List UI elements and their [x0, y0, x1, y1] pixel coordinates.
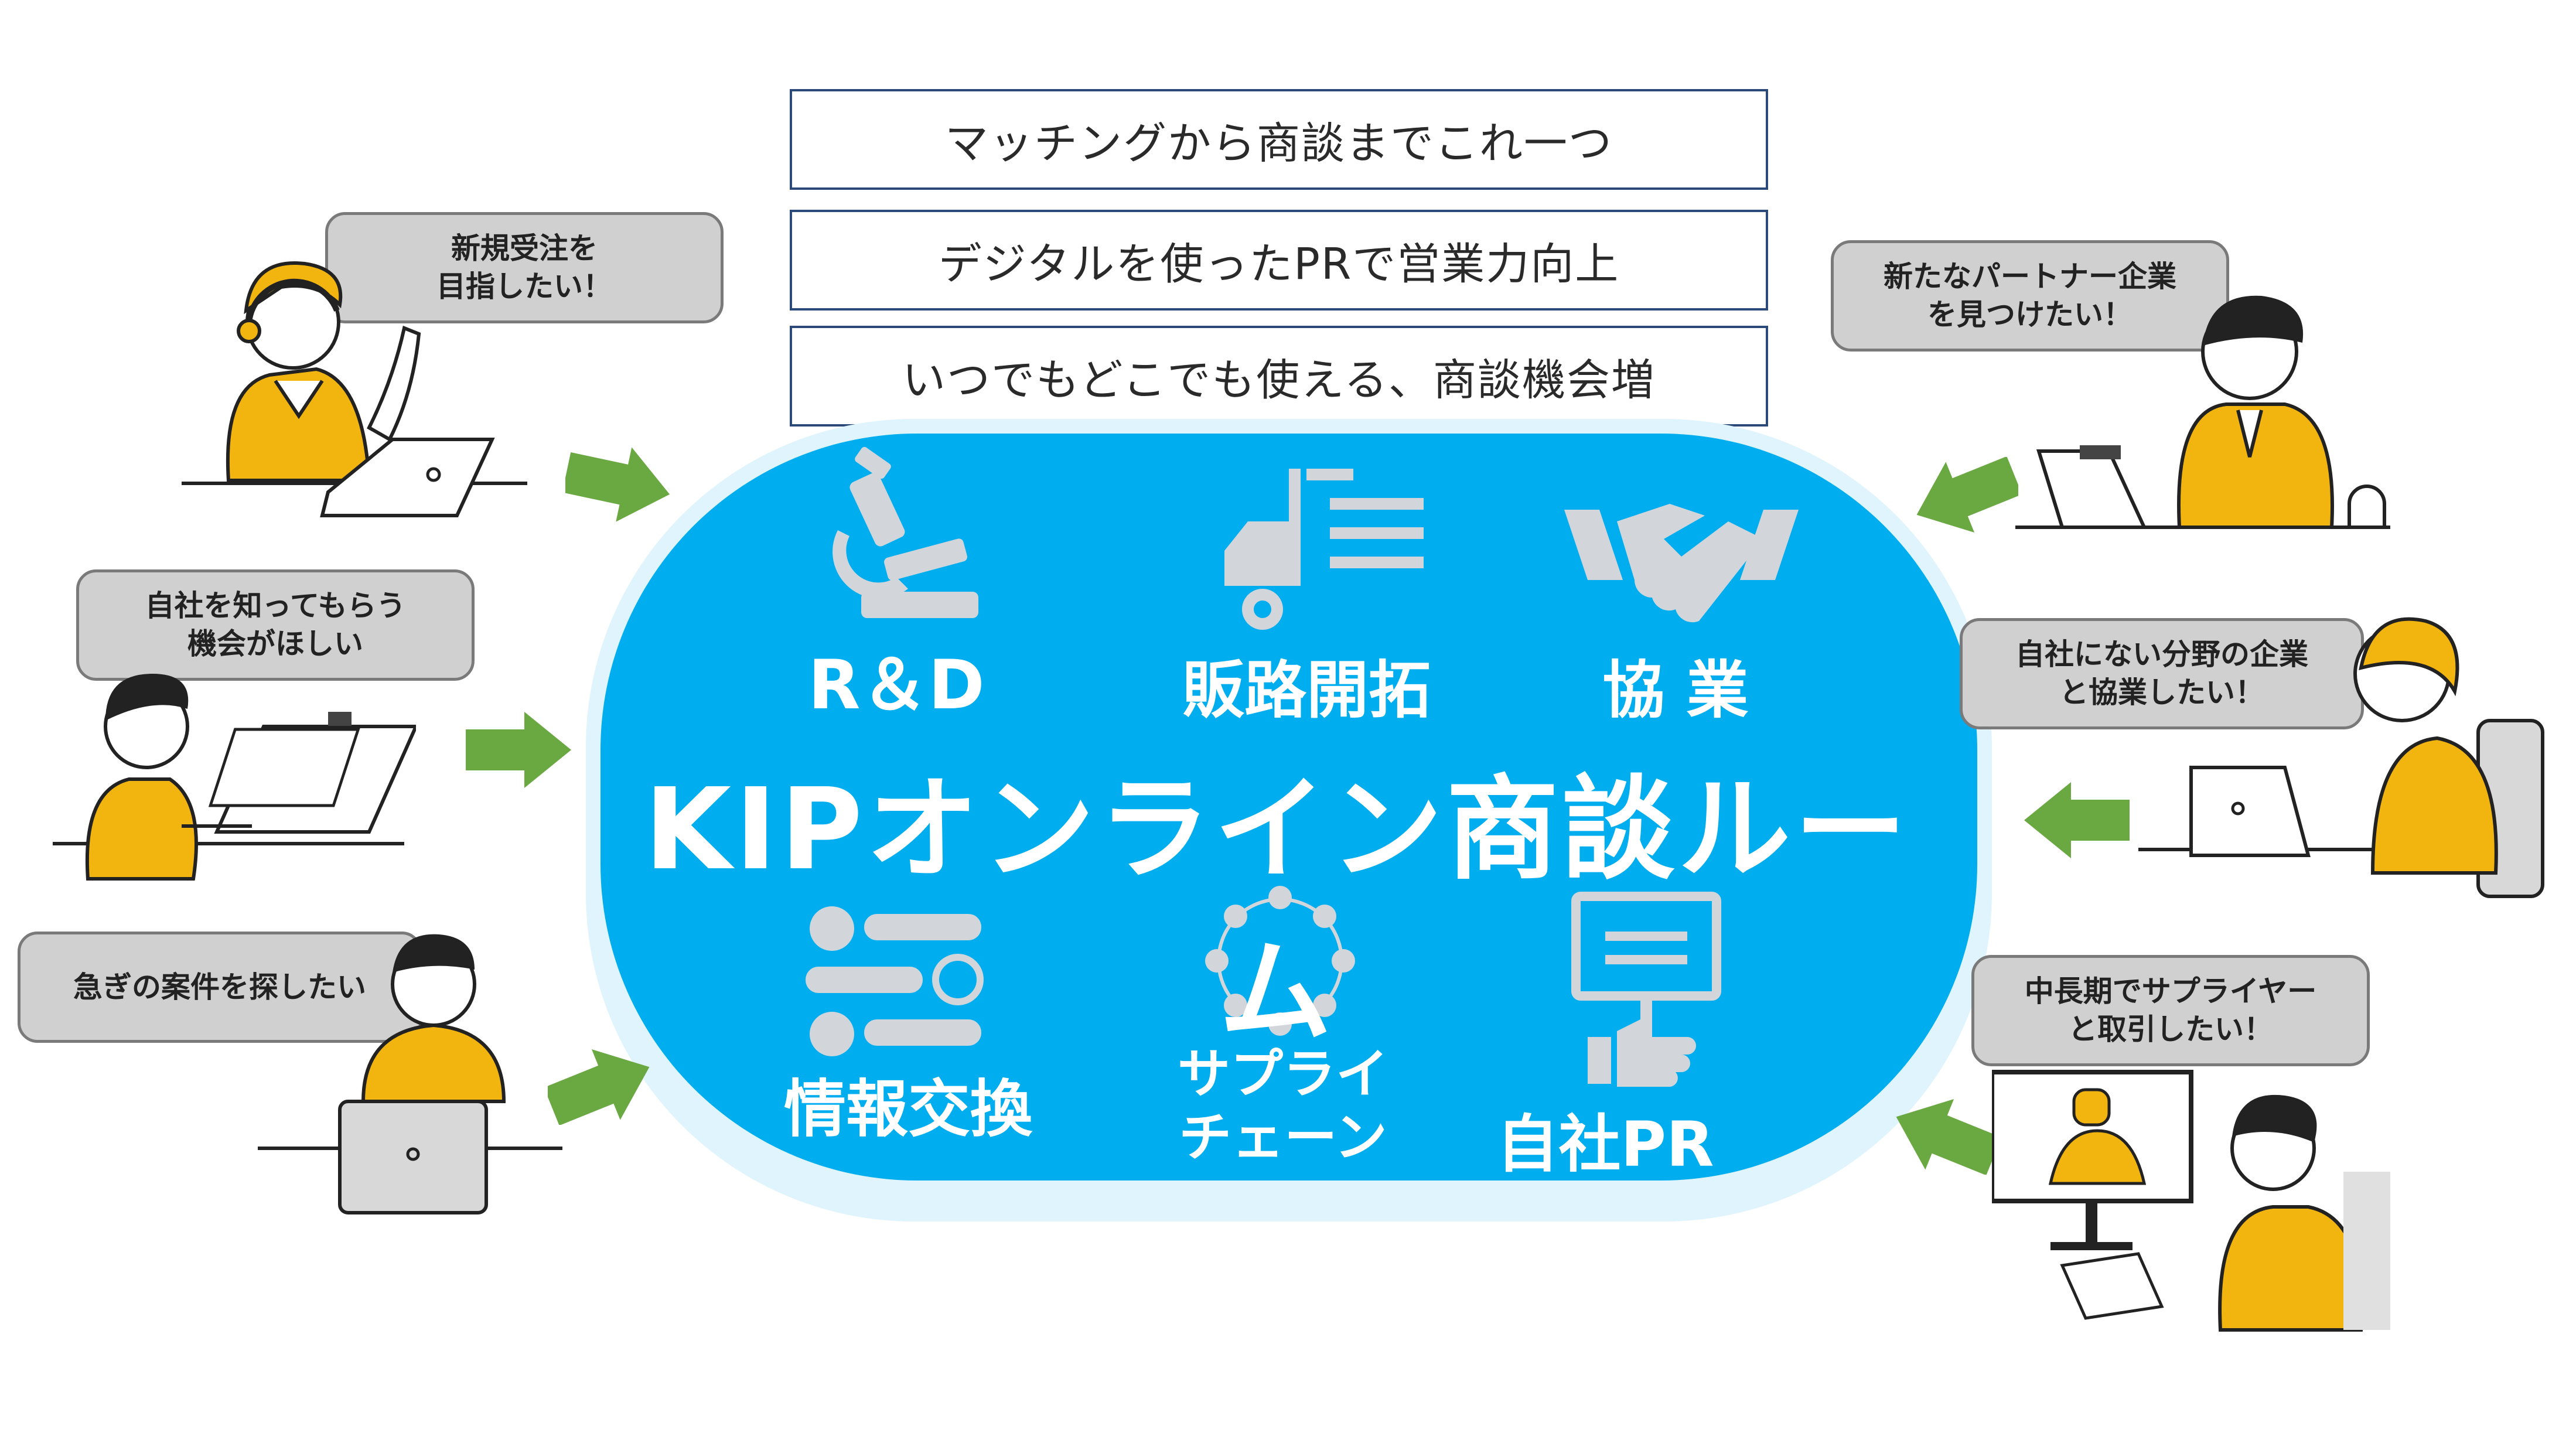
feature-box-2: デジタルを使ったPRで営業力向上 [790, 210, 1768, 311]
category-collaboration: 協 業 [1602, 654, 1749, 726]
woman-headset-laptop-illustration [182, 261, 527, 517]
bubble-right-top: 新たなパートナー企業 を見つけたい！ [1831, 240, 2229, 352]
arrow-right-icon [466, 712, 571, 788]
man-webcam-laptop-illustration [53, 674, 416, 881]
bubble-left-top: 新規受注を 目指したい！ [325, 212, 724, 323]
signboard-pr-icon [1571, 892, 1721, 1087]
category-rd: R＆D [808, 646, 985, 725]
bubble-right-mid: 自社にない分野の企業 と協業したい！ [1960, 618, 2364, 729]
arrow-right-icon [565, 447, 670, 521]
bubble-left-bottom: 急ぎの案件を探したい [18, 932, 422, 1043]
arrow-up-right-icon [548, 1049, 650, 1125]
information-exchange-icon [806, 906, 984, 1056]
microscope-icon [832, 446, 978, 618]
feature-box-1: マッチングから商談までこれ一つ [790, 89, 1768, 190]
feature-text-2: デジタルを使ったPRで営業力向上 [938, 238, 1620, 289]
arrow-left-icon [1896, 1098, 1998, 1175]
category-own-pr: 自社PR [1496, 1108, 1714, 1181]
man-thinking-laptop-illustration [258, 934, 562, 1214]
category-sales-channel: 販路開拓 [1182, 654, 1431, 726]
woman-headset-typing-illustration [2138, 617, 2544, 898]
feature-text-1: マッチングから商談までこれ一つ [945, 118, 1613, 169]
truck-icon [1224, 469, 1424, 630]
room-title: KIPオンライン商談ルーム [644, 765, 1910, 1058]
man-video-call-monitor-illustration [1992, 1070, 2390, 1332]
handshake-icon [1564, 504, 1799, 623]
bubble-right-bottom: 中長期でサプライヤー と取引したい！ [1971, 955, 2370, 1066]
arrow-left-icon [1916, 457, 2018, 533]
supply-chain-cycle-icon [1205, 886, 1355, 1036]
feature-box-3: いつでもどこでも使える、商談機会増 [790, 326, 1768, 427]
bubble-left-mid: 自社を知ってもらう 機会がほしい [76, 569, 475, 681]
man-waving-laptop-illustration [2015, 295, 2390, 529]
feature-text-3: いつでもどこでも使える、商談機会増 [902, 354, 1656, 405]
arrow-left-icon [2024, 782, 2130, 858]
category-supply-chain: サプライ チェーン [1178, 1043, 1388, 1168]
category-information-exchange: 情報交換 [784, 1073, 1032, 1145]
